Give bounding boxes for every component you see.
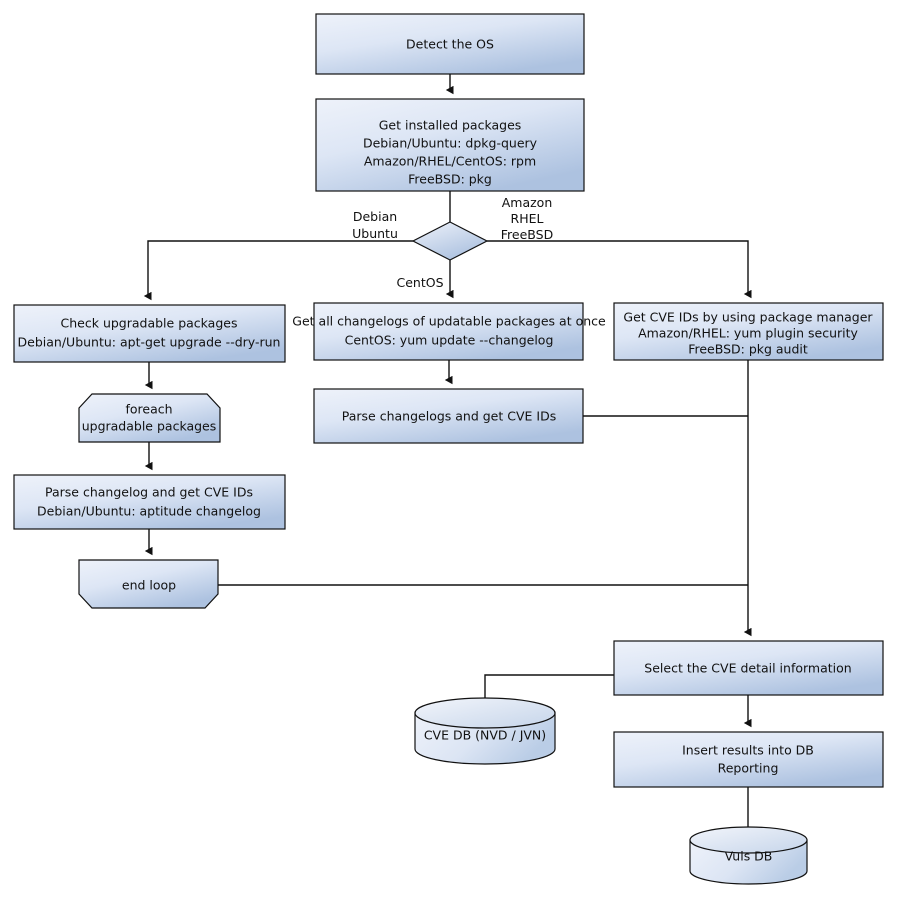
node-end-loop-line-0: end loop (122, 578, 176, 593)
node-check-upgradable-packages[interactable]: Check upgradable packages Debian/Ubuntu:… (13, 304, 286, 363)
node-get-installed-packages-line-2: Amazon/RHEL/CentOS: rpm (364, 154, 536, 169)
connector-layer (143, 74, 752, 832)
edge-select-to-cvedb (484, 674, 614, 704)
node-get-cve-ids-package-manager-line-2: FreeBSD: pkg audit (688, 342, 808, 357)
node-parse-changelog-cve-ids-line-1: Debian/Ubuntu: aptitude changelog (37, 504, 261, 519)
node-foreach-loop-start-line-0: foreach (125, 402, 172, 417)
edge-label-amazon-rhel-freebsd-line-0: Amazon (502, 195, 553, 210)
node-select-cve-detail[interactable]: Select the CVE detail information (613, 640, 884, 696)
edge-label-centos: CentOS (396, 275, 443, 290)
edge-label-debian-ubuntu-line-0: Debian (353, 209, 397, 224)
node-insert-results-into-db-line-0: Insert results into DB (682, 743, 814, 758)
node-cve-db-line-0: CVE DB (NVD / JVN) (424, 728, 546, 743)
node-detect-os-line-0: Detect the OS (406, 37, 494, 52)
node-get-all-changelogs-line-0: Get all changelogs of updatable packages… (292, 314, 606, 329)
edge-label-debian-ubuntu-line-1: Ubuntu (352, 226, 398, 241)
node-get-installed-packages-line-1: Debian/Ubuntu: dpkg-query (363, 136, 538, 151)
node-check-upgradable-packages-line-1: Debian/Ubuntu: apt-get upgrade --dry-run (18, 335, 281, 350)
node-get-installed-packages[interactable]: Get installed packages Debian/Ubuntu: dp… (315, 98, 585, 192)
node-parse-changelogs-cve-ids-line-0: Parse changelogs and get CVE IDs (342, 409, 556, 424)
node-cve-db[interactable]: CVE DB (NVD / JVN) (414, 697, 556, 765)
edge-label-centos-line-0: CentOS (396, 275, 443, 290)
edge-decision-to-package-manager (487, 240, 752, 299)
node-get-installed-packages-line-0: Get installed packages (379, 118, 522, 133)
node-check-upgradable-packages-line-0: Check upgradable packages (61, 316, 238, 331)
edge-label-amazon-rhel-freebsd-line-1: RHEL (511, 211, 544, 226)
node-get-cve-ids-package-manager-line-1: Amazon/RHEL: yum plugin security (638, 326, 858, 341)
node-get-cve-ids-package-manager-line-0: Get CVE IDs by using package manager (623, 310, 873, 325)
edge-label-amazon-rhel-freebsd: Amazon RHEL FreeBSD (501, 195, 553, 242)
node-vuls-db[interactable]: Vuls DB (689, 826, 808, 885)
node-foreach-loop-start-line-1: upgradable packages (82, 419, 217, 434)
node-parse-changelog-cve-ids-line-0: Parse changelog and get CVE IDs (45, 485, 253, 500)
node-detect-os[interactable]: Detect the OS (315, 13, 585, 75)
node-get-cve-ids-package-manager[interactable]: Get CVE IDs by using package manager Ama… (613, 302, 884, 361)
node-get-all-changelogs[interactable]: Get all changelogs of updatable packages… (292, 302, 606, 361)
node-vuls-db-line-0: Vuls DB (725, 849, 773, 864)
node-parse-changelog-cve-ids[interactable]: Parse changelog and get CVE IDs Debian/U… (13, 474, 286, 530)
edge-label-amazon-rhel-freebsd-line-2: FreeBSD (501, 227, 553, 242)
node-insert-results-into-db-line-1: Reporting (718, 761, 779, 776)
edge-label-debian-ubuntu: Debian Ubuntu (352, 209, 398, 241)
node-parse-changelogs-cve-ids[interactable]: Parse changelogs and get CVE IDs (313, 388, 584, 444)
edge-decision-to-check-upgradable (143, 240, 413, 301)
node-get-all-changelogs-line-1: CentOS: yum update --changelog (345, 333, 554, 348)
node-end-loop[interactable]: end loop (78, 559, 219, 609)
node-os-decision[interactable] (411, 221, 489, 261)
node-select-cve-detail-line-0: Select the CVE detail information (644, 661, 851, 676)
node-foreach-loop-start[interactable]: foreach upgradable packages (78, 393, 221, 443)
node-insert-results-into-db[interactable]: Insert results into DB Reporting (613, 731, 884, 788)
node-get-installed-packages-line-3: FreeBSD: pkg (408, 172, 492, 187)
